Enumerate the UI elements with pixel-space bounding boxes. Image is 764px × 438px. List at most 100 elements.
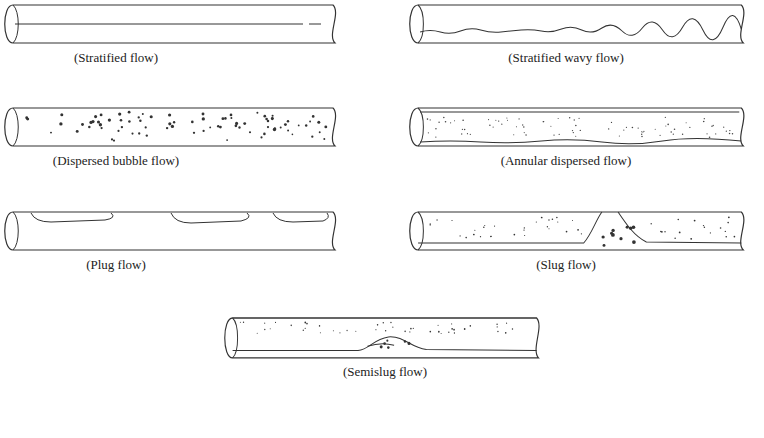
bubble-dot [292,134,294,136]
bubble-dot [464,328,466,330]
bubble-dot [312,115,315,118]
bubble-dot [490,236,491,237]
bubble-dot [60,113,63,116]
bubble-dot [706,133,707,134]
bubble-dot [450,122,451,123]
bubble-dot [454,120,455,121]
bubble-dot [495,120,496,121]
bubble-dot [686,122,687,123]
bubble-dot [674,129,676,131]
bubble-dot [443,117,445,119]
bubble-dot [117,130,119,132]
bubble-dot [713,125,714,126]
bubble-dot [578,118,579,119]
bubble-dot [513,234,515,236]
bubble-dot [732,133,733,134]
bubble-dot [629,227,633,231]
bubble-dot [453,329,455,331]
bubble-dot [704,118,705,119]
bubble-dot [264,329,265,330]
pipe-semislug [225,318,539,358]
bubble-dot [727,222,729,224]
bubble-dot [611,233,615,237]
bubble-dot [111,138,113,140]
bubble-dot [445,121,447,123]
bubble-dot [256,112,258,114]
bubble-dot [673,134,674,135]
bubble-dot [146,134,148,136]
bubble-dot [574,119,575,120]
bubble-dot [462,129,463,130]
bubble-dot [304,322,306,324]
bubble-dot [202,113,205,116]
bubble-dot [438,331,440,333]
bubble-dot [667,124,669,126]
bubble-dot [385,330,386,332]
bubble-dot [451,328,453,330]
bubble-dot [524,132,525,133]
flow-caption: (Dispersed bubble flow) [53,153,179,169]
bubble-dot [409,331,410,332]
bubble-dot [451,323,453,324]
bubble-dot [97,120,100,123]
bubble-dot [305,124,307,126]
bubble-dot [524,227,525,228]
bubble-dot [430,119,431,120]
bubble-dot [710,232,711,233]
pipe-dispersed-bubble [5,108,336,146]
bubble-dot [209,126,211,128]
flow-caption: (Plug flow) [86,257,146,273]
bubble-dot [704,227,705,228]
bubble-dot [524,235,525,236]
bubble-dot [128,120,131,123]
bubble-dot [723,127,724,128]
bubble-dot [525,134,526,135]
bubble-dot [536,221,537,222]
bubble-dot [523,126,524,127]
pipe-stratified [5,5,336,43]
bubble-dot [413,328,414,329]
bubble-dot [543,121,544,122]
bubble-dot [264,323,265,324]
bubble-dot [573,132,574,133]
bubble-dot [659,135,660,136]
bubble-dot [575,125,577,127]
bubble-dot [271,117,274,120]
bubble-dot [489,125,490,126]
bubble-dot [243,122,246,125]
bubble-dot [725,236,727,238]
bubble-dot [577,229,579,231]
bubble-dot [513,134,514,135]
bubble-dot [711,126,712,127]
bubble-dot [99,123,102,126]
bubble-dot [448,331,449,332]
bubble-dot [219,126,222,129]
pipe-plug [5,212,336,250]
bubble-dot [581,233,582,234]
bubble-dot [603,244,606,247]
bubble-dot [145,126,147,128]
bubble-dot [240,322,241,323]
bubble-dot [256,333,258,334]
bubble-dot [168,122,171,125]
bubble-dot [507,120,508,121]
bubble-dot [575,136,576,137]
bubble-dot [410,328,412,330]
bubble-dot [506,117,507,118]
bubble-dot [572,220,573,221]
bubble-dot [664,231,665,232]
bubble-dot [522,124,523,125]
bubble-dot [703,121,705,123]
bubble-dot [655,129,656,130]
bubble-dot [380,345,383,348]
bubble-dot [263,133,266,136]
bubble-dot [491,236,492,237]
bubble-dot [332,330,334,331]
bubble-dot [643,131,644,132]
bubble-dot [298,124,300,126]
bubble-dot [131,133,133,135]
bubble-dot [462,119,464,121]
bubble-dot [271,117,274,120]
bubble-dot [429,331,431,333]
bubble-dot [728,216,730,218]
